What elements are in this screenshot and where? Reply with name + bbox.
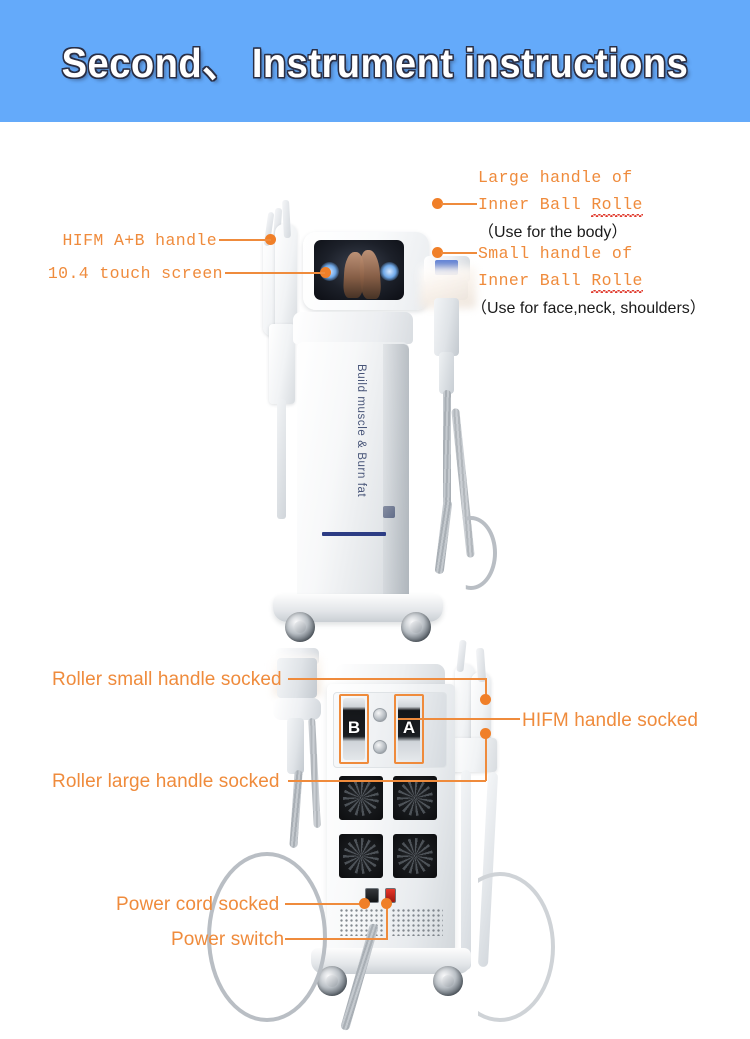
callout-large-roller-misspelling: Rolle bbox=[591, 195, 643, 217]
callout-dot-touch-screen bbox=[320, 267, 331, 278]
callout-roller-small-socked: Roller small handle socked bbox=[52, 669, 282, 690]
roller-handle-cable-lower bbox=[434, 499, 453, 575]
machine-column-shadow bbox=[383, 344, 409, 598]
machine-accent-bar bbox=[322, 532, 386, 536]
callout-dot-power-switch bbox=[381, 898, 392, 909]
callout-touch-screen: 10.4 touch screen bbox=[47, 264, 223, 283]
callout-small-roller-misspelling: Rolle bbox=[591, 271, 643, 293]
callout-large-roller-line2: Inner Ball Rolle bbox=[478, 194, 643, 216]
callout-dot-roller-large-socket bbox=[480, 728, 491, 739]
callout-small-roller-prefix: Inner Ball bbox=[478, 271, 592, 290]
machine-neck bbox=[293, 312, 413, 344]
leader-line-roller-small-socked bbox=[288, 678, 356, 680]
rear-roller-small-cable bbox=[308, 717, 321, 829]
leader-line-roller-small-socket-top bbox=[355, 678, 487, 680]
cooling-fan-top-right bbox=[393, 776, 437, 820]
leader-line-touch-screen bbox=[225, 272, 325, 274]
rear-hifm-holster bbox=[451, 738, 497, 772]
cooling-fan-bottom-right bbox=[393, 834, 437, 878]
hifm-handle-b bbox=[275, 224, 297, 336]
callout-dot-power-cord bbox=[359, 898, 370, 909]
rear-roller-large-cap bbox=[273, 698, 321, 720]
callout-roller-large-socked: Roller large handle socked bbox=[52, 771, 280, 792]
touch-screen-display[interactable] bbox=[314, 240, 404, 300]
callout-dot-small-roller bbox=[432, 247, 443, 258]
leader-line-roller-large-socked bbox=[288, 780, 486, 782]
roller-socket-large[interactable] bbox=[373, 740, 387, 754]
hifm-socket-a-label: A bbox=[402, 718, 416, 737]
leader-line-power-switch bbox=[285, 938, 388, 940]
note-small-roller: （Use for face,neck, shoulders） bbox=[471, 300, 706, 317]
highlight-box-socket-a bbox=[394, 694, 424, 764]
callout-small-roller-line2: Inner Ball Rolle bbox=[478, 270, 643, 292]
caster-wheel-right bbox=[401, 612, 431, 642]
callout-dot-large-roller bbox=[432, 198, 443, 209]
roller-handle-shaft bbox=[434, 298, 459, 356]
machine-rear-cable-loop bbox=[465, 516, 497, 590]
callout-hifm-handle: HIFM A+B handle bbox=[62, 231, 217, 250]
callout-dot-roller-small-socket bbox=[480, 694, 491, 705]
leader-line-power-cord-socked bbox=[285, 903, 365, 905]
rear-hifm-handle-a bbox=[455, 664, 475, 752]
page-title: Second、 Instrument instructions bbox=[61, 40, 689, 86]
caster-wheel-left bbox=[285, 612, 315, 642]
caster-hub bbox=[442, 975, 454, 987]
leader-line-large-roller bbox=[441, 203, 477, 205]
leader-rise-power-switch bbox=[386, 903, 388, 939]
machine-logo-icon bbox=[383, 506, 395, 518]
rear-caster-left bbox=[317, 966, 347, 996]
cooling-fan-top-left bbox=[339, 776, 383, 820]
screen-icon-right bbox=[380, 262, 399, 281]
hifm-handle-b-prong bbox=[282, 199, 291, 239]
leader-line-hifm-socked bbox=[398, 718, 520, 720]
machine-side-branding: Build muscle & Burn fat bbox=[355, 364, 367, 498]
floor-cable-loop-left bbox=[207, 852, 327, 1022]
hifm-machine-rear: B A bbox=[207, 622, 555, 1037]
cooling-fan-bottom-left bbox=[339, 834, 383, 878]
bottom-product-illustration: B A Roller small handle so bbox=[0, 602, 750, 1039]
rear-caster-right bbox=[433, 966, 463, 996]
hifm-handle-holster bbox=[269, 324, 295, 404]
caster-hub bbox=[410, 621, 422, 633]
leader-line-hifm-handle bbox=[219, 239, 271, 241]
roller-handle-grip bbox=[439, 352, 454, 394]
callout-power-switch: Power switch bbox=[171, 929, 285, 950]
callout-large-roller-prefix: Inner Ball bbox=[478, 195, 592, 214]
ventilation-grille-left bbox=[339, 908, 385, 936]
rear-roller-large-shaft bbox=[287, 718, 304, 774]
caster-hub bbox=[294, 621, 306, 633]
roller-handle-cable bbox=[443, 390, 451, 506]
page-header: Second、 Instrument instructions bbox=[0, 0, 750, 122]
top-product-illustration: Build muscle & Burn fat HIFM A+B handle … bbox=[0, 122, 750, 642]
hifm-handle-cable bbox=[277, 399, 286, 519]
roller-socket-small[interactable] bbox=[373, 708, 387, 722]
highlight-box-socket-b bbox=[339, 694, 369, 764]
hifm-machine-front: Build muscle & Burn fat bbox=[263, 194, 497, 642]
callout-power-cord-socked: Power cord socked bbox=[116, 894, 280, 915]
hifm-socket-b-label: B bbox=[347, 718, 361, 737]
hifm-socket-b[interactable]: B bbox=[343, 698, 365, 760]
leader-line-small-roller bbox=[441, 252, 477, 254]
rear-hifm-cable-a bbox=[461, 770, 471, 970]
hifm-socket-a[interactable]: A bbox=[398, 698, 420, 760]
note-large-roller: （Use for the body） bbox=[478, 224, 628, 241]
caster-hub bbox=[326, 975, 338, 987]
callout-large-roller-line1: Large handle of bbox=[478, 168, 633, 187]
ventilation-grille-right bbox=[391, 908, 443, 936]
leader-drop-roller-small-socket bbox=[485, 678, 487, 700]
callout-small-roller-line1: Small handle of bbox=[478, 244, 633, 263]
screen-figure-right bbox=[358, 250, 382, 299]
leader-drop-roller-large-socked bbox=[485, 733, 487, 781]
callout-hifm-socked: HIFM handle socked bbox=[522, 710, 699, 731]
